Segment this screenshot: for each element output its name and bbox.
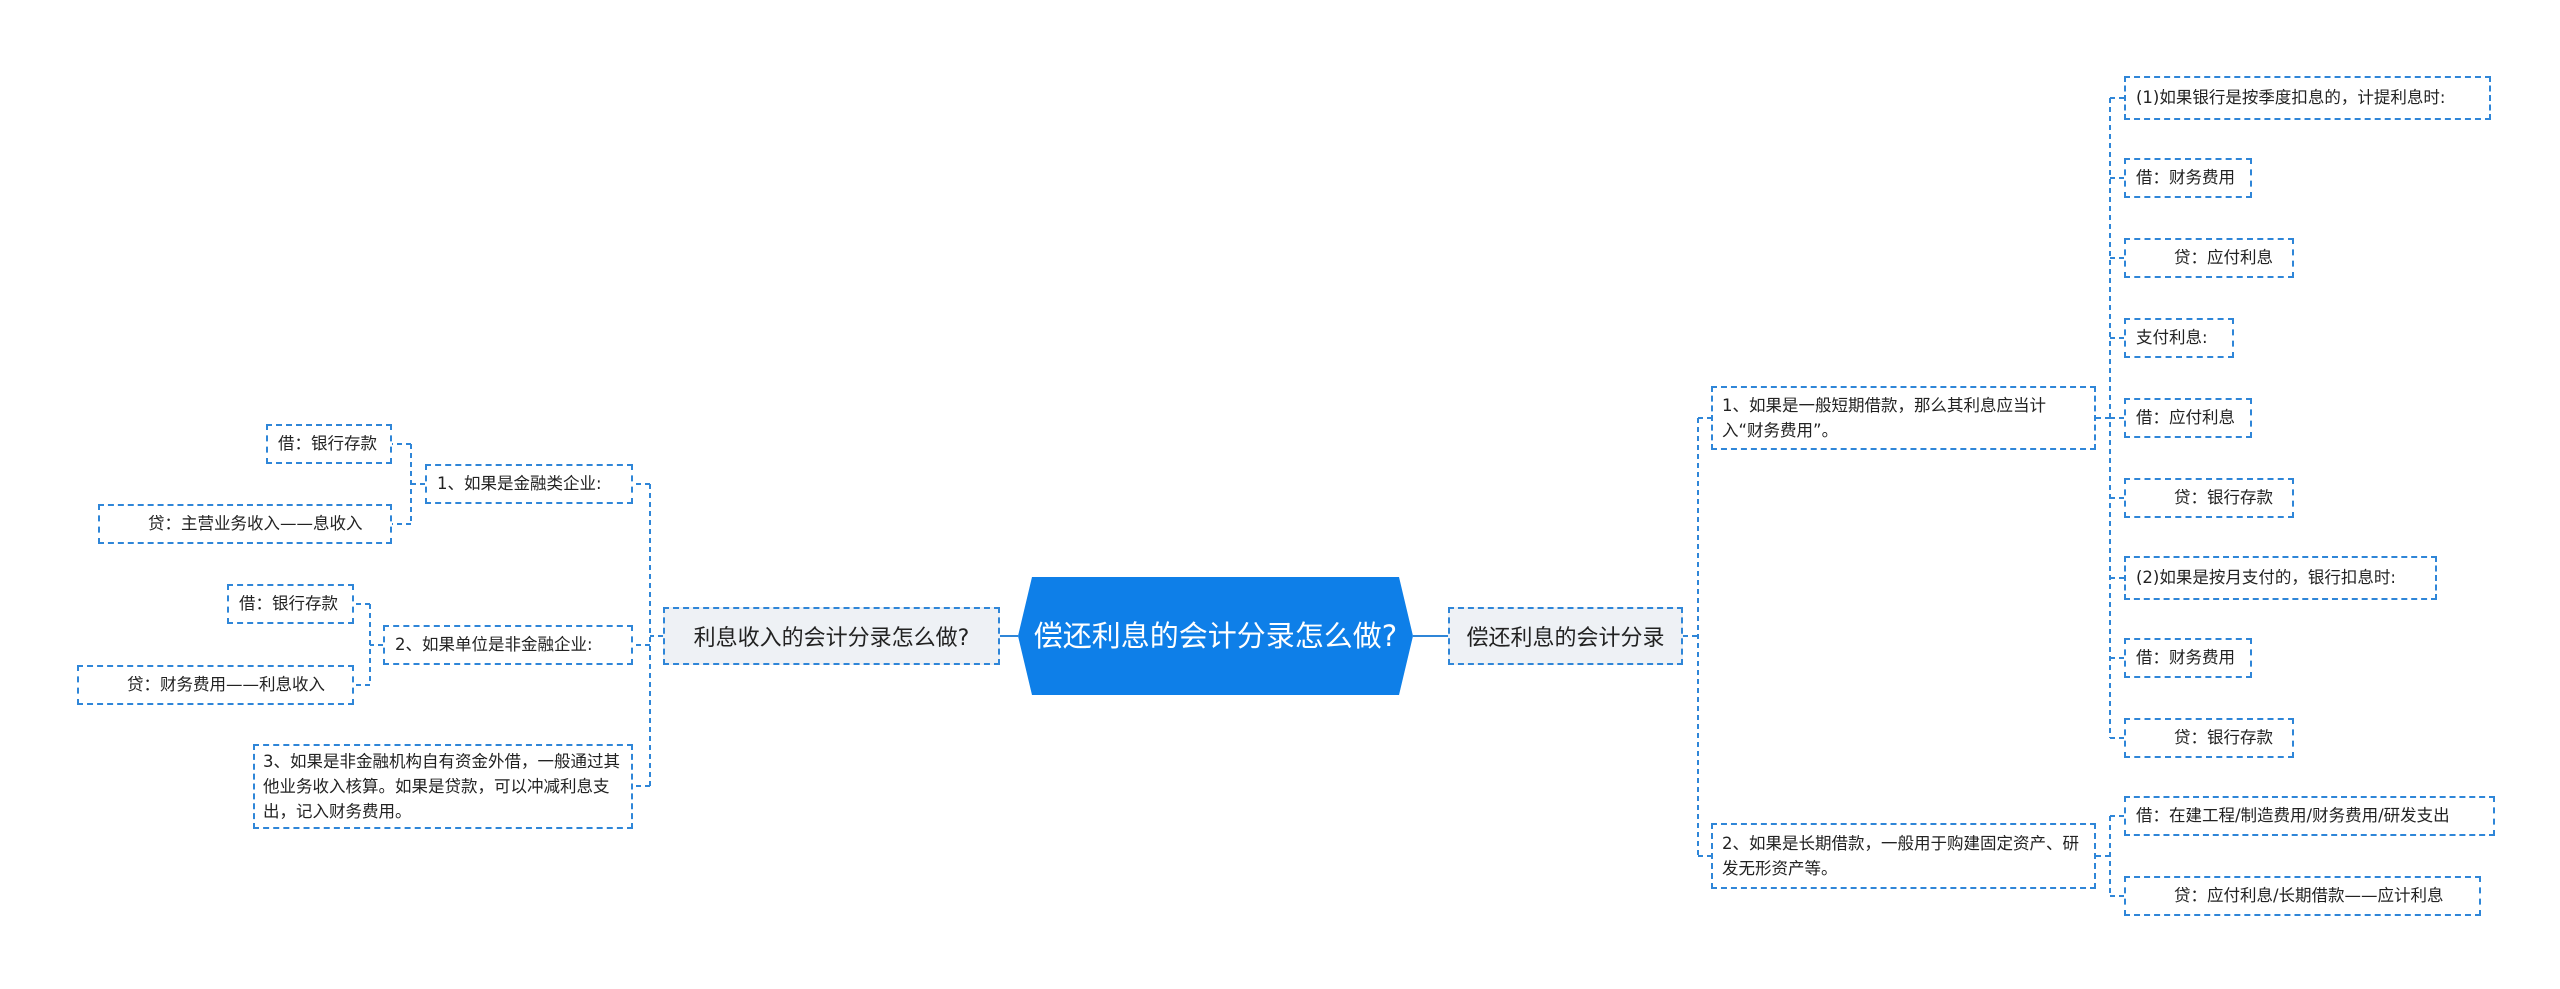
subtopic-repay-interest[interactable]: 偿还利息的会计分录 <box>1448 607 1683 665</box>
right-leaf-credit-accrued[interactable]: 贷：应付利息/长期借款——应计利息 <box>2124 876 2481 916</box>
item-label: 3、如果是非金融机构自有资金外借，一般通过其他业务收入核算。如果是贷款，可以冲减… <box>263 752 620 821</box>
item-label: 贷：应付利息/长期借款——应计利息 <box>2174 886 2444 905</box>
item-label: 贷：主营业务收入——息收入 <box>148 514 363 533</box>
root-topic[interactable]: 偿还利息的会计分录怎么做? <box>1018 577 1413 695</box>
left-item-financial-credit[interactable]: 贷：主营业务收入——息收入 <box>98 504 392 544</box>
right-leaf-debit-finance[interactable]: 借：财务费用 <box>2124 158 2252 198</box>
item-label: 支付利息: <box>2136 328 2208 347</box>
left-item-financial-debit[interactable]: 借：银行存款 <box>266 424 392 464</box>
left-item-financial[interactable]: 1、如果是金融类企业: <box>425 464 633 504</box>
right-leaf-monthly[interactable]: (2)如果是按月支付的，银行扣息时: <box>2124 556 2437 600</box>
right-leaf-credit-payable[interactable]: 贷：应付利息 <box>2124 238 2294 278</box>
item-label: 借：财务费用 <box>2136 168 2235 187</box>
item-label: 贷：银行存款 <box>2174 728 2273 747</box>
item-label: 贷：银行存款 <box>2174 488 2273 507</box>
right-leaf-credit-bank-2[interactable]: 贷：银行存款 <box>2124 718 2294 758</box>
item-label: 1、如果是金融类企业: <box>437 474 602 493</box>
item-label: 2、如果是长期借款，一般用于购建固定资产、研发无形资产等。 <box>1722 834 2079 878</box>
right-leaf-pay-interest[interactable]: 支付利息: <box>2124 318 2234 358</box>
item-label: 2、如果单位是非金融企业: <box>395 635 593 654</box>
right-leaf-debit-construction[interactable]: 借：在建工程/制造费用/财务费用/研发支出 <box>2124 796 2495 836</box>
left-item-nonfinancial-debit[interactable]: 借：银行存款 <box>227 584 354 624</box>
right-item-long-term-loan[interactable]: 2、如果是长期借款，一般用于购建固定资产、研发无形资产等。 <box>1711 823 2096 889</box>
right-leaf-quarterly[interactable]: (1)如果银行是按季度扣息的，计提利息时: <box>2124 76 2491 120</box>
item-label: 贷：应付利息 <box>2174 248 2273 267</box>
left-item-nonfinancial[interactable]: 2、如果单位是非金融企业: <box>383 625 633 665</box>
subtopic-label: 利息收入的会计分录怎么做? <box>693 626 970 651</box>
item-label: 贷：财务费用——利息收入 <box>127 675 325 694</box>
subtopic-interest-income[interactable]: 利息收入的会计分录怎么做? <box>663 607 1000 665</box>
right-leaf-credit-bank[interactable]: 贷：银行存款 <box>2124 478 2294 518</box>
left-item-nonfinancial-credit[interactable]: 贷：财务费用——利息收入 <box>77 665 354 705</box>
right-item-short-term-loan[interactable]: 1、如果是一般短期借款，那么其利息应当计入“财务费用”。 <box>1711 386 2096 450</box>
left-item-self-funded[interactable]: 3、如果是非金融机构自有资金外借，一般通过其他业务收入核算。如果是贷款，可以冲减… <box>253 744 633 829</box>
subtopic-label: 偿还利息的会计分录 <box>1466 626 1665 651</box>
item-label: 借：财务费用 <box>2136 648 2235 667</box>
item-label: 1、如果是一般短期借款，那么其利息应当计入“财务费用”。 <box>1722 396 2046 440</box>
item-label: 借：在建工程/制造费用/财务费用/研发支出 <box>2136 806 2450 825</box>
root-topic-label: 偿还利息的会计分录怎么做? <box>1033 619 1398 653</box>
right-leaf-debit-finance-2[interactable]: 借：财务费用 <box>2124 638 2252 678</box>
item-label: 借：银行存款 <box>239 594 338 613</box>
item-label: (2)如果是按月支付的，银行扣息时: <box>2136 568 2396 587</box>
item-label: 借：应付利息 <box>2136 408 2235 427</box>
item-label: 借：银行存款 <box>278 434 377 453</box>
item-label: (1)如果银行是按季度扣息的，计提利息时: <box>2136 88 2446 107</box>
right-leaf-debit-payable[interactable]: 借：应付利息 <box>2124 398 2252 438</box>
